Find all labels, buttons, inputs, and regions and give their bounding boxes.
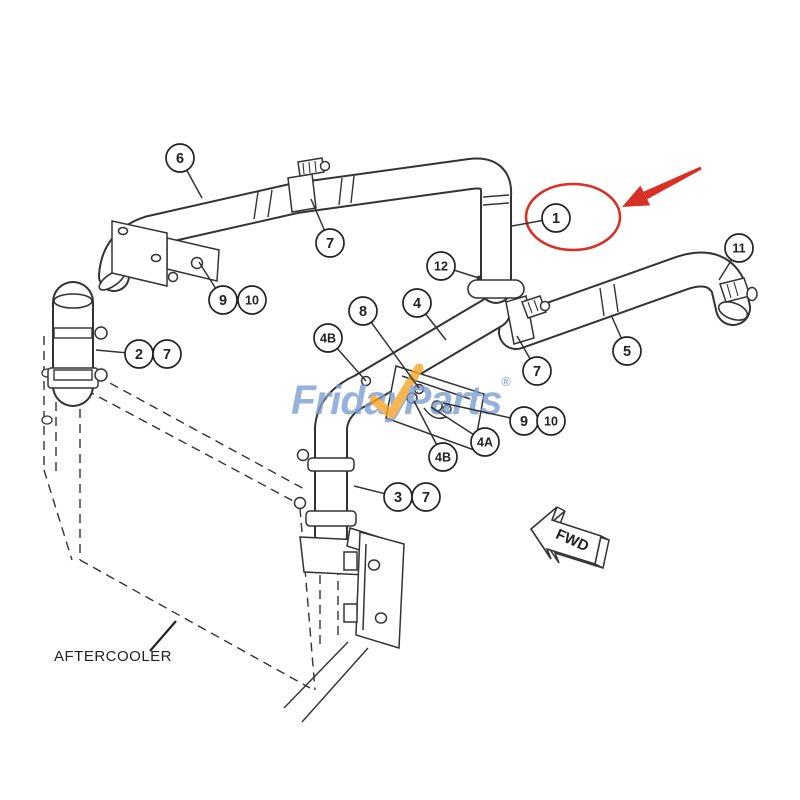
highlight-annotation <box>524 166 702 252</box>
callout-7: 7 <box>411 482 441 512</box>
callout-12: 12 <box>426 251 482 281</box>
watermark-check-icon <box>369 363 424 419</box>
core-side-bolts <box>41 368 53 425</box>
fwd-arrow: FWD <box>529 506 610 569</box>
watermark-text-right: Parts <box>404 377 502 423</box>
pipe-item4-item3 <box>314 295 511 552</box>
svg-text:7: 7 <box>422 490 430 506</box>
callout-7: 7 <box>152 339 182 369</box>
bracket-bottom-right <box>343 527 405 649</box>
aftercooler-leader-line <box>149 620 177 652</box>
callout-4B: 4B <box>413 400 458 472</box>
svg-text:4B: 4B <box>435 450 451 464</box>
clamp-item7-mid <box>505 295 551 345</box>
svg-text:5: 5 <box>623 344 631 360</box>
svg-text:8: 8 <box>359 304 367 320</box>
callout-7: 7 <box>516 335 552 386</box>
svg-text:12: 12 <box>434 259 448 273</box>
bracket-top-left <box>111 220 220 287</box>
clamp-item11 <box>719 277 758 303</box>
callout-1: 1 <box>511 203 571 233</box>
svg-text:7: 7 <box>533 364 541 380</box>
pipe-item5 <box>498 251 751 350</box>
svg-text:4A: 4A <box>477 435 493 449</box>
tank-outlet-lines <box>283 641 369 723</box>
svg-text:3: 3 <box>394 490 402 506</box>
svg-text:4: 4 <box>413 296 421 312</box>
callout-7: 7 <box>310 198 345 258</box>
callout-4A: 4A <box>430 406 500 457</box>
highlight-ellipse <box>524 182 622 252</box>
callout-2: 2 <box>95 339 154 369</box>
svg-text:7: 7 <box>163 347 171 363</box>
svg-text:7: 7 <box>326 236 334 252</box>
aftercooler-label-group: AFTERCOOLER <box>54 620 177 665</box>
watermark-registered-mark: ® <box>501 374 511 389</box>
callout-10: 10 <box>536 406 566 436</box>
svg-text:9: 9 <box>219 293 227 309</box>
svg-text:10: 10 <box>245 293 259 307</box>
svg-text:1: 1 <box>552 211 560 227</box>
fridayparts-watermark: Friday Parts ® <box>291 363 511 423</box>
svg-text:9: 9 <box>520 414 528 430</box>
callout-6: 6 <box>165 143 203 199</box>
callout-3: 3 <box>353 482 413 512</box>
svg-text:2: 2 <box>135 347 143 363</box>
svg-text:4B: 4B <box>320 331 336 345</box>
hose-item2 <box>47 281 108 407</box>
callout-8: 8 <box>348 296 420 389</box>
svg-text:10: 10 <box>544 414 558 428</box>
highlight-arrow-head-icon <box>622 185 651 207</box>
callout-9: 9 <box>442 402 539 436</box>
aftercooler-label: AFTERCOOLER <box>54 648 172 665</box>
callout-10: 10 <box>237 285 267 315</box>
callout-4B: 4B <box>313 323 367 382</box>
clamp-item7-top <box>287 157 331 213</box>
callout-4: 4 <box>402 288 447 341</box>
callout-9: 9 <box>198 261 238 315</box>
callout-5: 5 <box>611 316 642 366</box>
callout-11: 11 <box>718 233 754 281</box>
highlight-arrow-shaft <box>643 166 702 200</box>
svg-text:11: 11 <box>732 241 745 255</box>
svg-text:6: 6 <box>176 151 184 167</box>
